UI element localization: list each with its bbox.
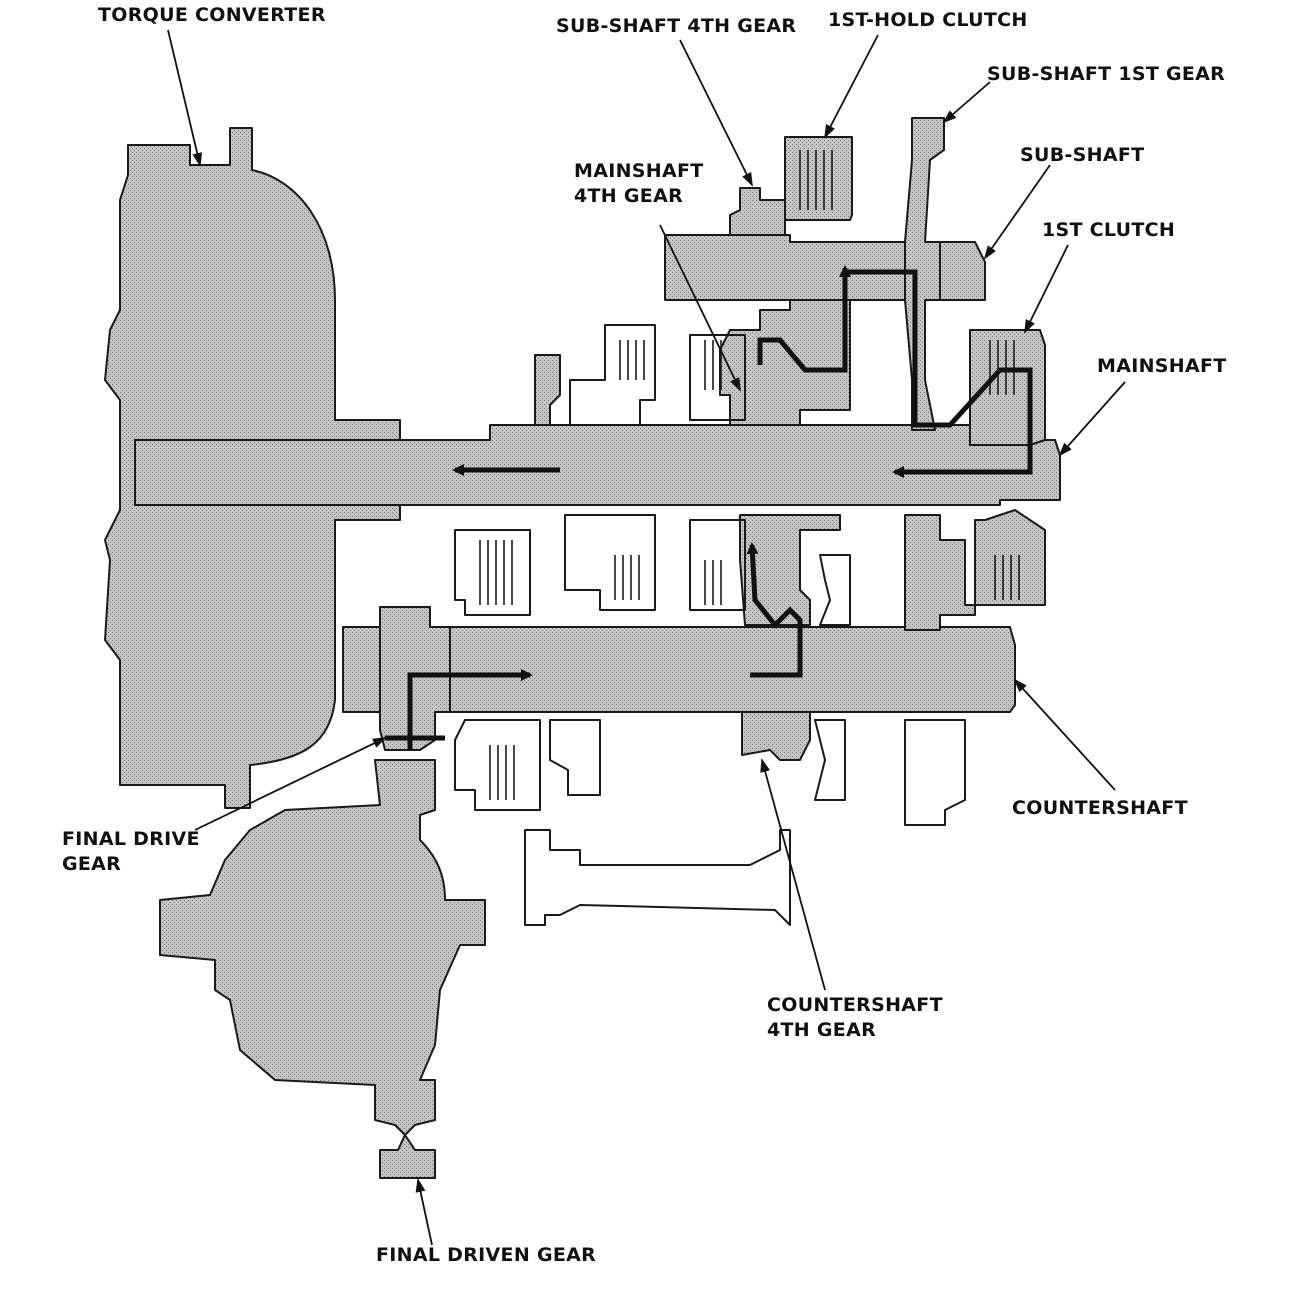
leader-mainshaft	[1058, 381, 1126, 457]
lower-clutch-drum-4th	[689, 519, 746, 611]
leader-mainshaft-4th-gear	[659, 224, 741, 392]
countershaft-lower-ring	[814, 719, 846, 801]
first-hold-clutch-part	[729, 136, 853, 236]
label-countershaft-4th-gear-line2: 4TH GEAR	[767, 1019, 877, 1041]
label-mainshaft-4th-gear-line1: MAINSHAFT	[574, 160, 704, 182]
label-subshaft: SUB-SHAFT	[1020, 144, 1145, 166]
countershaft-lower-right	[904, 719, 966, 826]
label-final-drive-gear-line1: FINAL DRIVE	[62, 828, 200, 850]
upper-clutch-drum-a	[569, 324, 656, 426]
leader-1st-clutch	[1024, 244, 1069, 334]
lower-4th-clutch-plates	[704, 560, 722, 605]
countershaft-body	[342, 626, 1016, 713]
label-1st-clutch: 1ST CLUTCH	[1042, 219, 1176, 241]
leader-countershaft	[1013, 678, 1116, 791]
label-1st-hold-clutch: 1ST-HOLD CLUTCH	[828, 9, 1028, 31]
lower-right-clutch-plates	[994, 555, 1020, 600]
label-subshaft-4th-gear: SUB-SHAFT 4TH GEAR	[556, 15, 797, 37]
label-countershaft-4th-gear-line1: COUNTERSHAFT	[767, 994, 943, 1016]
final-drive-gear-part	[379, 606, 451, 751]
leader-final-drive-gear	[194, 737, 387, 831]
power-flow-countershaft-arrow	[407, 669, 533, 750]
label-countershaft: COUNTERSHAFT	[1012, 797, 1188, 819]
lower-left-clutch-plates	[479, 540, 513, 605]
lower-right-clutch	[904, 509, 1046, 631]
leader-countershaft-4th-gear	[760, 758, 826, 991]
first-clutch-part	[969, 329, 1046, 446]
label-final-driven-gear: FINAL DRIVEN GEAR	[376, 1244, 597, 1266]
mainshaft-body	[134, 424, 1061, 506]
mainshaft-idler-gear	[534, 354, 561, 426]
countershaft-lower-housing-left	[454, 719, 541, 811]
label-torque-converter: TORQUE CONVERTER	[98, 4, 326, 26]
lower-clutch-pack-4th	[739, 514, 841, 626]
label-final-drive-gear-line2: GEAR	[62, 853, 122, 875]
lower-idler-hub	[819, 554, 851, 626]
leader-subshaft-4th-gear	[679, 39, 753, 187]
leader-subshaft	[983, 164, 1051, 260]
power-flow-lower-path	[746, 542, 803, 678]
leader-1st-hold-clutch	[824, 34, 879, 139]
power-flow-mainshaft-arrow	[892, 460, 1033, 478]
output-shaft-section	[524, 829, 791, 926]
lower-clutch-pack-left	[454, 529, 531, 616]
label-mainshaft-4th-gear-line2: 4TH GEAR	[574, 185, 684, 207]
countershaft-lower-hub	[549, 719, 601, 796]
upper-clutch-drum-b	[689, 334, 746, 421]
countershaft-4th-gear-part	[741, 711, 811, 761]
upper-gear-clutch-plates	[619, 340, 722, 390]
label-mainshaft: MAINSHAFT	[1097, 355, 1227, 377]
torque-converter-housing	[104, 127, 401, 809]
leader-subshaft-1st-gear	[942, 81, 991, 124]
differential-housing	[159, 759, 486, 1179]
lower-mid-clutch-plates	[614, 555, 640, 600]
first-hold-clutch-plates	[799, 150, 833, 210]
mainshaft-4th-gear-part	[719, 299, 851, 426]
lower-clutch-pack-mid	[564, 514, 656, 611]
leader-final-driven-gear	[415, 1178, 433, 1246]
countershaft-lower-plates	[489, 745, 515, 800]
leader-torque-converter	[167, 29, 203, 167]
label-subshaft-1st-gear: SUB-SHAFT 1ST GEAR	[987, 63, 1226, 85]
power-flow-path	[757, 269, 1033, 460]
